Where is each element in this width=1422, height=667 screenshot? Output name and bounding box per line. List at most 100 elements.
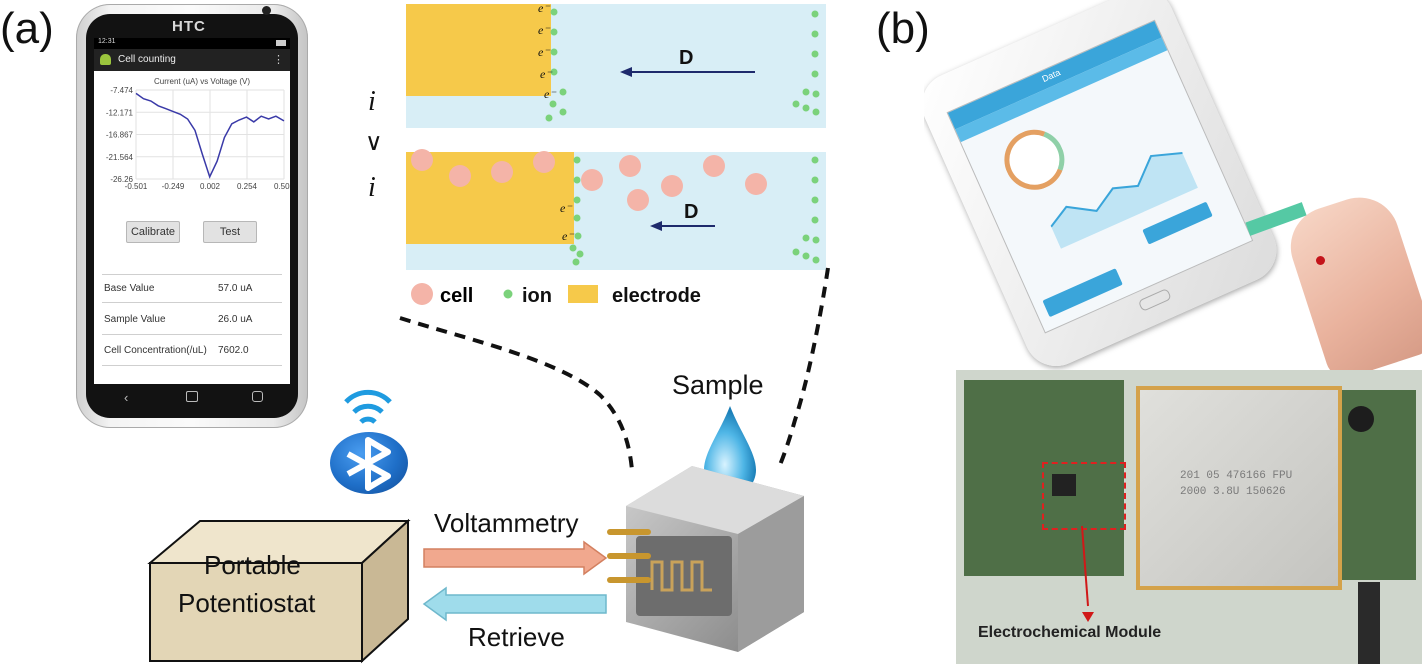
top-ions	[545, 8, 820, 122]
app-tab-bar	[955, 37, 1168, 143]
chart-y-tick-label: -16.867	[106, 131, 134, 140]
legend-cell-swatch	[411, 283, 433, 305]
top-electrode	[406, 4, 551, 96]
electron-label: e⁻	[540, 67, 553, 81]
top-D-label: D	[679, 47, 693, 69]
chart-x-tick-label: -0.501	[125, 182, 148, 191]
camera-module	[1348, 406, 1374, 432]
module-pointer-arrow	[1081, 525, 1094, 622]
electrode-diagrams: e⁻ e⁻ e⁻ e⁻ e⁻ D i ∨ i e⁻ e⁻ D cell ion …	[365, 1, 826, 307]
iv-chart: Current (uA) vs Voltage (V) -7.474-12.17…	[106, 77, 290, 191]
top-electrons: e⁻ e⁻ e⁻ e⁻ e⁻	[538, 1, 557, 101]
potentiostat-label-line2: Potentiostat	[178, 588, 316, 618]
electron-label: e⁻	[560, 201, 573, 215]
i-symbol-bottom: i	[368, 172, 376, 203]
module-highlight-box	[1042, 462, 1126, 530]
pcb-board-left	[964, 380, 1124, 576]
potentiostat-label-line1: Portable	[204, 550, 301, 580]
row-divider	[102, 302, 282, 303]
home-key-icon[interactable]	[186, 391, 198, 402]
overflow-menu-icon[interactable]: ⋮	[273, 54, 284, 66]
electron-label: e⁻	[538, 45, 551, 59]
retrieve-label: Retrieve	[468, 622, 565, 652]
battery-icon	[276, 40, 286, 46]
chart-y-tick-label: -26.26	[110, 175, 133, 184]
electrochemical-chip	[1052, 474, 1076, 496]
sample-value-label: Sample Value	[104, 314, 166, 325]
chart-y-tick-label: -21.564	[106, 153, 134, 162]
htc-phone: htc 12:31 Cell counting ⋮ Current (uA) v…	[76, 4, 308, 428]
android-screen: Data	[946, 19, 1254, 334]
retrieve-arrow	[422, 586, 607, 622]
bottom-ions	[569, 156, 820, 266]
android-icon	[100, 54, 111, 65]
compare-symbol: ∨	[365, 129, 383, 156]
bottom-D-label: D	[684, 201, 698, 223]
blood-drop	[1316, 256, 1325, 265]
chart-y-ticks: -7.474 -12.171 -16.867 -21.564 -26.26	[106, 86, 134, 184]
electron-label: e⁻	[538, 23, 551, 37]
battery	[1136, 386, 1342, 590]
android-home-button[interactable]	[1137, 287, 1172, 312]
sensor-chip	[607, 466, 804, 652]
app-data-title: Data	[1040, 67, 1062, 85]
phone-screen: 12:31 Cell counting ⋮ Current (uA) vs Vo…	[94, 38, 290, 384]
bluetooth-icon	[330, 432, 408, 494]
chart-x-ticks: -0.501 -0.249 0.002 0.254 0.505	[125, 182, 290, 191]
base-value-label: Base Value	[104, 283, 155, 294]
legend-electrode: electrode	[612, 285, 701, 307]
chart-x-tick-label: 0.505	[274, 182, 290, 191]
sample-value: 26.0 uA	[218, 314, 253, 325]
sample-label: Sample	[672, 370, 764, 400]
pcb-label-1: 201 05 476166 FPU	[1180, 470, 1293, 482]
legend-electrode-swatch	[568, 285, 598, 303]
pcb-photo: 201 05 476166 FPU 2000 3.8U 150626 Elect…	[956, 370, 1422, 664]
voltammetry-label: Voltammetry	[434, 508, 579, 538]
chart-y-tick-label: -12.171	[106, 108, 134, 117]
chart-x-tick-label: -0.249	[162, 182, 185, 191]
chart-y-tick-label: -7.474	[110, 86, 133, 95]
app-line-chart	[1050, 151, 1198, 249]
concentration-value: 7602.0	[218, 345, 249, 356]
electron-label: e⁻	[562, 229, 575, 243]
row-divider	[102, 274, 282, 275]
status-time: 12:31	[98, 38, 116, 45]
base-value: 57.0 uA	[218, 283, 253, 294]
usb-cable	[1358, 582, 1380, 664]
voltammetry-arrow	[423, 540, 608, 576]
electron-label: e⁻	[544, 87, 557, 101]
recent-apps-key-icon[interactable]	[252, 391, 263, 402]
electron-label: e⁻	[538, 1, 551, 15]
status-bar: 12:31	[94, 38, 290, 49]
panel-a-label: (a)	[0, 4, 54, 53]
electrochemical-module-label: Electrochemical Module	[978, 624, 1162, 641]
htc-logo: htc	[172, 18, 206, 35]
legend-ion: ion	[522, 285, 552, 307]
row-divider	[102, 334, 282, 335]
bluetooth-wifi-icon	[344, 389, 392, 424]
front-camera-icon	[262, 6, 271, 15]
interdigitated-electrode	[650, 560, 712, 592]
back-key-icon[interactable]: ‹	[124, 390, 129, 405]
panel-b-label: (b)	[876, 4, 930, 53]
android-phone: Data	[924, 0, 1287, 370]
bottom-cells	[411, 149, 767, 211]
app-bottom-button[interactable]	[1042, 268, 1123, 318]
pcb-label-2: 2000 3.8U 150626	[1180, 486, 1286, 498]
row-divider	[102, 365, 282, 366]
chip-pins	[607, 529, 651, 583]
chart-x-tick-label: 0.002	[200, 182, 221, 191]
bottom-electrons: e⁻ e⁻	[560, 201, 575, 243]
chart-series-line	[135, 92, 285, 179]
i-symbol-top: i	[368, 86, 376, 117]
app-title: Cell counting	[118, 54, 176, 65]
app-header: Data	[947, 21, 1162, 130]
calibrate-button[interactable]: Calibrate	[126, 221, 180, 243]
legend-ion-swatch	[503, 289, 513, 299]
concentration-label: Cell Concentration(/uL)	[104, 345, 207, 356]
app-bar: Cell counting ⋮	[94, 49, 290, 71]
chart-x-tick-label: 0.254	[237, 182, 258, 191]
test-button[interactable]: Test	[203, 221, 257, 243]
panel-b-phone-group: Data	[924, 0, 1422, 370]
